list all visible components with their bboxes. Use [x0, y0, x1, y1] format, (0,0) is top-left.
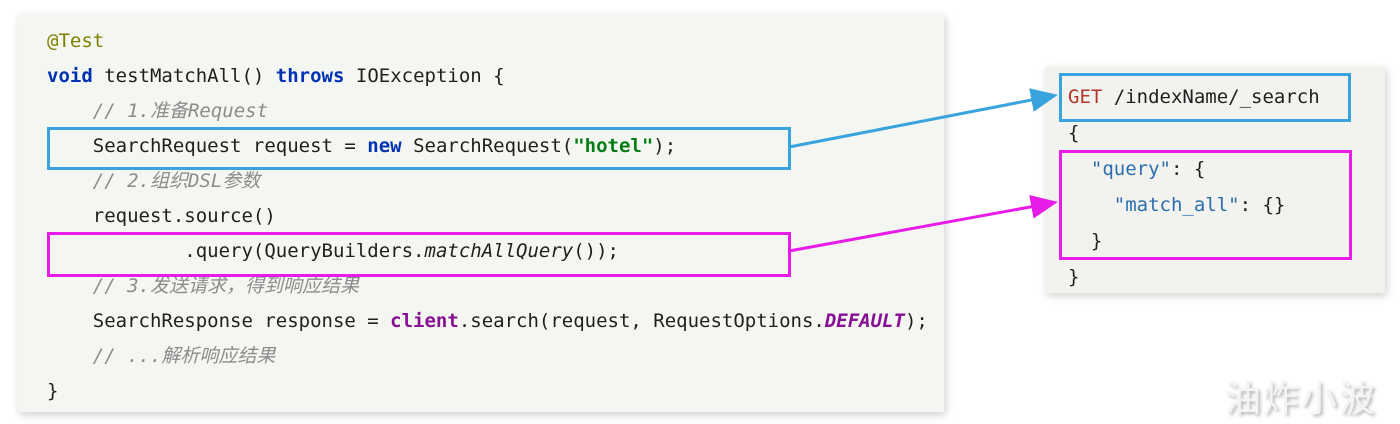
code-token-plain: /indexName/_search [1102, 86, 1320, 108]
code-line: } [47, 374, 944, 409]
watermark: 油炸小波 [1225, 379, 1378, 420]
code-line: @Test [47, 24, 944, 59]
code-token-plain: SearchRequest( [401, 135, 574, 157]
code-token-string: "hotel" [573, 135, 654, 157]
code-token-plain: { [1068, 122, 1080, 144]
code-line: SearchResponse response = client.search(… [47, 304, 944, 339]
code-token-json-key: "query" [1090, 158, 1171, 180]
code-token-plain [1068, 194, 1114, 216]
code-token-comment: // 1.准备Request [92, 100, 269, 122]
code-token-json-key: "match_all" [1113, 194, 1240, 216]
code-token-plain: } [1068, 266, 1080, 288]
code-line: void testMatchAll() throws IOException { [47, 59, 944, 94]
java-code-panel: @Test void testMatchAll() throws IOExcept… [17, 14, 944, 412]
code-token-comment: // 2.组织DSL参数 [92, 170, 261, 192]
code-token-plain: .search(request, RequestOptions. [458, 310, 825, 332]
code-token-plain: SearchRequest request = [47, 135, 368, 157]
code-line: request.source() [47, 199, 944, 234]
code-token-plain: } [1068, 230, 1103, 252]
code-line: "match_all": {} [1068, 187, 1385, 223]
code-token-plain: IOException { [344, 65, 505, 87]
code-token-plain: : { [1170, 158, 1206, 180]
code-token-comment: // 3.发送请求，得到响应结果 [92, 275, 359, 297]
code-line: "query": { [1068, 151, 1385, 187]
code-token-field: client [390, 310, 459, 332]
code-line: // ...解析响应结果 [47, 339, 944, 374]
code-line: .query(QueryBuilders.matchAllQuery()); [47, 234, 944, 269]
code-line: // 3.发送请求，得到响应结果 [47, 269, 944, 304]
code-token-plain: SearchResponse response = [47, 310, 391, 332]
code-token-plain [47, 100, 93, 122]
code-token-http-method: GET [1068, 86, 1103, 108]
code-token-plain: testMatchAll() [92, 65, 276, 87]
code-token-plain: } [47, 380, 59, 402]
code-line: } [1068, 223, 1385, 259]
dsl-request-panel: GET /indexName/_search { "query": { "matc… [1045, 67, 1385, 293]
code-line: // 2.组织DSL参数 [47, 164, 944, 199]
code-token-plain: ()); [573, 240, 619, 262]
code-line: // 1.准备Request [47, 94, 944, 129]
code-token-plain: ); [653, 135, 677, 157]
code-token-keyword: throws [275, 65, 345, 87]
code-line: } [1068, 259, 1385, 295]
code-token-keyword: void [47, 65, 93, 87]
code-line: SearchRequest request = new SearchReques… [47, 129, 944, 164]
code-token-annotation: @Test [47, 30, 105, 52]
code-token-plain: request.source() [47, 205, 276, 227]
code-token-constant: DEFAULT [824, 310, 905, 332]
code-token-plain [47, 345, 93, 367]
code-token-keyword: new [367, 135, 402, 157]
code-token-plain [1068, 158, 1091, 180]
code-line: { [1068, 115, 1385, 151]
code-token-plain [47, 275, 93, 297]
code-token-static-method: matchAllQuery [424, 240, 574, 262]
code-token-plain: .query(QueryBuilders. [47, 240, 425, 262]
code-line: GET /indexName/_search [1068, 79, 1385, 115]
code-token-plain: : {} [1239, 194, 1286, 216]
code-token-comment: // ...解析响应结果 [92, 345, 276, 367]
code-token-plain [47, 170, 93, 192]
code-token-plain: ); [904, 310, 928, 332]
